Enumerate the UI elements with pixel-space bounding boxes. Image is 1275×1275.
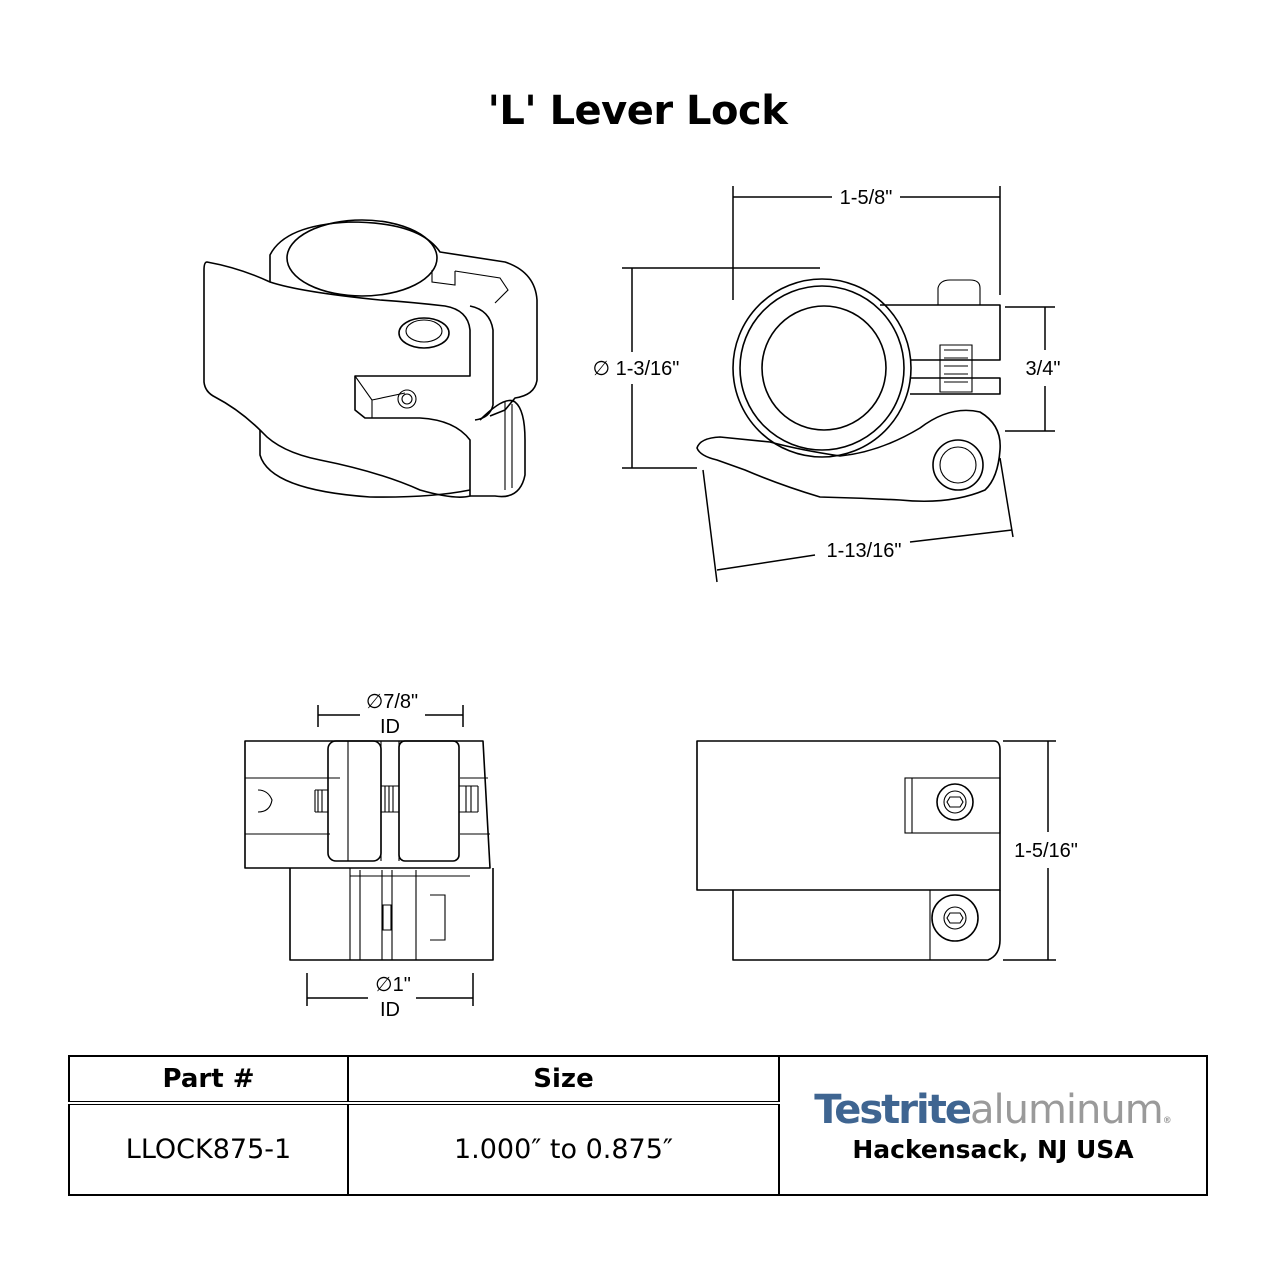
part-number-value: LLOCK875-1 (68, 1102, 349, 1196)
dim-width-top: 1-5/8" (840, 187, 893, 209)
spec-table: Part # Size Testritealuminum® Hackensack… (68, 1055, 1208, 1196)
side-view (696, 278, 1001, 502)
testrite-logo: Testritealuminum® (814, 1087, 1172, 1133)
page-title: 'L' Lever Lock (487, 88, 788, 134)
dim-tube-diameter: ∅ 1-3/16" (593, 358, 680, 380)
dim-overall-height: 1-5/16" (1014, 840, 1078, 862)
dimension-lines-back: 1-5/16" (1003, 740, 1078, 961)
front-view (244, 740, 494, 961)
dimension-lines-front: ∅7/8" ID ∅1" ID (306, 691, 474, 1021)
isometric-view (203, 219, 538, 498)
location: Hackensack, NJ USA (852, 1135, 1134, 1164)
dim-id-top-label: ID (380, 716, 400, 738)
header-size: Size (347, 1055, 780, 1105)
dim-lever-length: 1-13/16" (827, 540, 902, 562)
header-part-number: Part # (68, 1055, 349, 1105)
brand-cell: Testritealuminum® Hackensack, NJ USA (778, 1055, 1208, 1196)
dim-id-bottom-label: ID (380, 999, 400, 1021)
dim-id-top: ∅7/8" (366, 691, 418, 713)
dim-id-bottom: ∅1" (375, 974, 411, 996)
dimension-lines-side: 1-5/8" ∅ 1-3/16" 3/4" 1-13/16" (593, 186, 1061, 583)
dim-screw-height: 3/4" (1026, 358, 1061, 380)
technical-drawing: 1-5/8" ∅ 1-3/16" 3/4" 1-13/16" ∅7/8" ID … (203, 186, 1078, 1021)
back-view (696, 740, 1001, 961)
size-value: 1.000″ to 0.875″ (347, 1102, 780, 1196)
